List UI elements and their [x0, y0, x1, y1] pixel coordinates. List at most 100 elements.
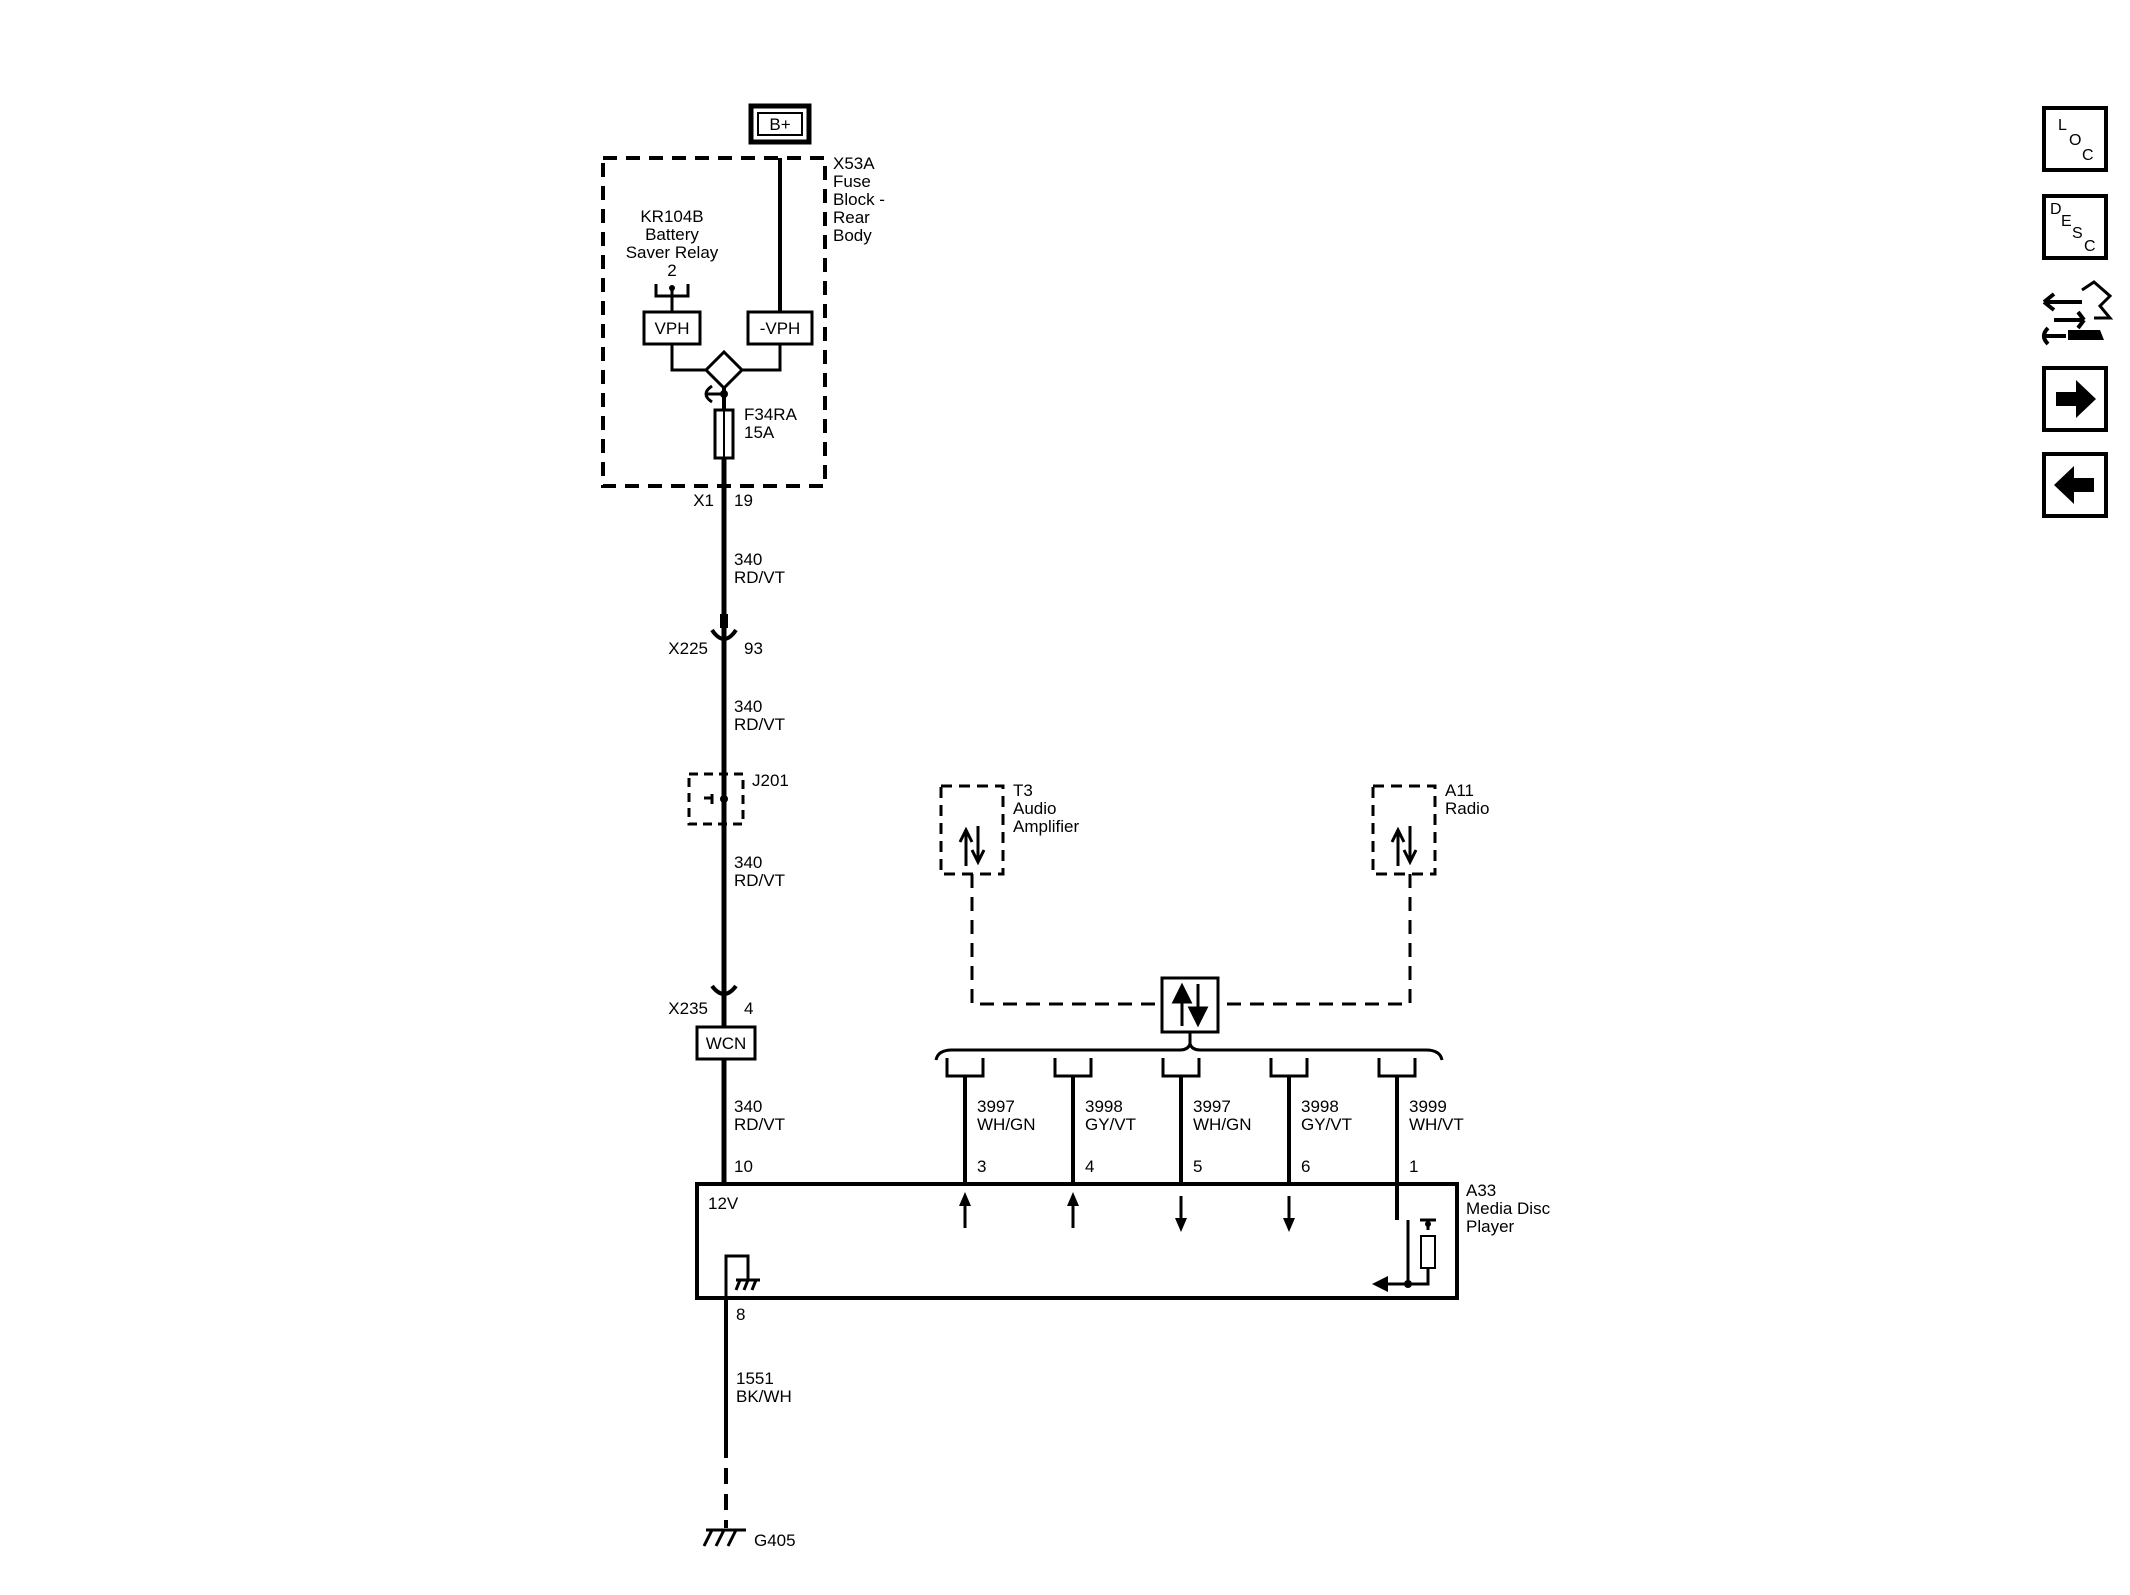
diode-junction	[670, 344, 782, 404]
splice-label: J201	[752, 771, 789, 790]
svg-text:D: D	[2050, 201, 2062, 218]
x225-pin: 93	[744, 639, 763, 658]
svg-text:KR104B: KR104B	[640, 207, 703, 226]
svg-text:C: C	[2084, 238, 2096, 255]
relay-pin-connector	[654, 284, 690, 312]
signal-wire-pin: 3	[977, 1157, 986, 1176]
ground-label: G405	[754, 1531, 796, 1550]
wire2-color: RD/VT	[734, 715, 785, 734]
internal-ground-icon	[724, 1254, 760, 1298]
pin1-termination	[1372, 1218, 1436, 1292]
battery-power-symbol: B+	[748, 103, 812, 145]
signal-wire-color: WH/VT	[1409, 1115, 1464, 1134]
vph-box: VPH	[642, 310, 702, 346]
module-supply-pin: 10	[734, 1157, 753, 1176]
harness-bracket	[934, 1039, 1444, 1061]
svg-text:Player: Player	[1466, 1217, 1515, 1236]
signal-wire-pin: 6	[1301, 1157, 1310, 1176]
wcn-box: WCN	[695, 1025, 757, 1061]
signal-wire-color: GY/VT	[1301, 1115, 1352, 1134]
signal-wires: 3997WH/GN33998GY/VT43997WH/GN53998GY/VT6…	[945, 1058, 1464, 1232]
signal-wire-color: WH/GN	[1193, 1115, 1252, 1134]
svg-text:Fuse: Fuse	[833, 172, 871, 191]
signal-wire-circuit: 3998	[1301, 1097, 1339, 1116]
audio-amplifier-component	[939, 784, 1005, 876]
wire3-circuit: 340	[734, 853, 762, 872]
signal-wire-pin: 1	[1409, 1157, 1418, 1176]
x235-label: X235	[668, 999, 708, 1018]
wire3-color: RD/VT	[734, 871, 785, 890]
wire2-circuit: 340	[734, 697, 762, 716]
bidirectional-bus-symbol	[1160, 976, 1220, 1034]
signal-in-arrow-icon	[1175, 1196, 1187, 1232]
svg-text:2: 2	[667, 261, 676, 280]
svg-text:VPH: VPH	[655, 319, 690, 338]
neg-vph-box: -VPH	[746, 310, 814, 346]
svg-text:Audio: Audio	[1013, 799, 1056, 818]
relay-label: KR104B Battery Saver Relay 2	[626, 207, 719, 280]
radio-component	[1371, 784, 1437, 876]
x235-connector	[710, 984, 738, 996]
svg-text:Media Disc: Media Disc	[1466, 1199, 1551, 1218]
svg-text:Rear: Rear	[833, 208, 870, 227]
svg-text:A11: A11	[1445, 781, 1474, 800]
svg-text:O: O	[2069, 132, 2081, 149]
svg-text:S: S	[2072, 225, 2083, 242]
x225-label: X225	[668, 639, 708, 658]
power-label: B+	[769, 115, 790, 134]
svg-text:15A: 15A	[744, 423, 775, 442]
data-bus-dashed	[970, 874, 1412, 1006]
ground-wire-circuit: 1551	[736, 1369, 774, 1388]
wire1-circuit: 340	[734, 550, 762, 569]
svg-text:L: L	[2058, 117, 2067, 134]
svg-text:WCN: WCN	[706, 1034, 747, 1053]
fuse-symbol	[713, 408, 735, 460]
media-disc-player-box	[695, 1182, 1459, 1300]
signal-wire-circuit: 3998	[1085, 1097, 1123, 1116]
signal-wire-circuit: 3999	[1409, 1097, 1447, 1116]
svg-text:E: E	[2061, 213, 2072, 230]
fuse-label: F34RA 15A	[744, 405, 798, 442]
svg-text:A33: A33	[1466, 1181, 1496, 1200]
ground-pin-label: 8	[736, 1305, 745, 1324]
signal-wire-color: GY/VT	[1085, 1115, 1136, 1134]
x225-connector	[710, 614, 738, 641]
svg-text:Saver Relay: Saver Relay	[626, 243, 719, 262]
previous-arrow-button[interactable]	[2042, 452, 2108, 518]
svg-text:Radio: Radio	[1445, 799, 1489, 818]
svg-text:T3: T3	[1013, 781, 1033, 800]
signal-wire-pin: 4	[1085, 1157, 1094, 1176]
svg-text:Body: Body	[833, 226, 872, 245]
x235-pin: 4	[744, 999, 753, 1018]
svg-text:Battery: Battery	[645, 225, 699, 244]
wire1-color: RD/VT	[734, 568, 785, 587]
next-arrow-button[interactable]	[2042, 366, 2108, 432]
wire4-circuit: 340	[734, 1097, 762, 1116]
signal-in-arrow-icon	[1283, 1196, 1295, 1232]
audio-amplifier-label: T3 Audio Amplifier	[1013, 781, 1079, 836]
svg-text:Block -: Block -	[833, 190, 885, 209]
svg-text:C: C	[2082, 147, 2094, 164]
svg-text:Amplifier: Amplifier	[1013, 817, 1079, 836]
supply-voltage-label: 12V	[708, 1194, 739, 1213]
signal-wire-circuit: 3997	[977, 1097, 1015, 1116]
splice-j201	[687, 772, 745, 826]
svg-text:-VPH: -VPH	[760, 319, 801, 338]
fuse-block-label: X53A Fuse Block - Rear Body	[833, 154, 885, 245]
description-button[interactable]: D E S C	[2042, 194, 2108, 260]
x1-connector-label: X1	[693, 491, 714, 510]
signal-out-arrow-icon	[959, 1192, 971, 1228]
ground-wire-color: BK/WH	[736, 1387, 792, 1406]
x1-pin-label: 19	[734, 491, 753, 510]
location-button[interactable]: L O C	[2042, 106, 2108, 172]
media-disc-player-label: A33 Media Disc Player	[1466, 1181, 1551, 1236]
signal-wire-pin: 5	[1193, 1157, 1202, 1176]
svg-text:X53A: X53A	[833, 154, 875, 173]
signal-wire-color: WH/GN	[977, 1115, 1036, 1134]
connector-wrench-icon[interactable]	[2042, 280, 2114, 346]
svg-text:F34RA: F34RA	[744, 405, 798, 424]
